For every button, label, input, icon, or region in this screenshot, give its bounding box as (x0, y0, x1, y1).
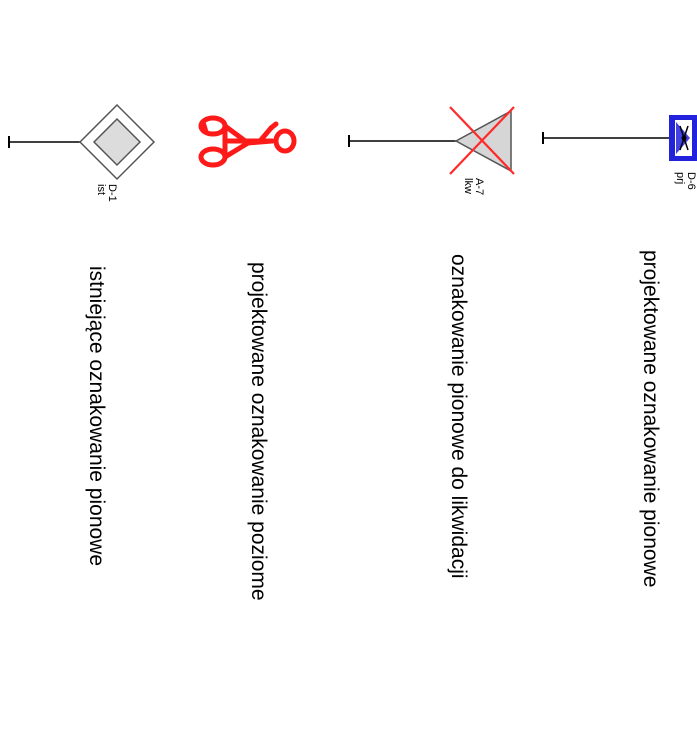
legend-description: projektowane oznakowanie poziome (247, 262, 270, 601)
legend-description: projektowane oznakowanie pionowe (639, 250, 662, 588)
sign-code-label: D-1 ist (95, 184, 118, 202)
sign-code-label: A-7 lkw (462, 178, 485, 196)
legend-description: oznakowanie pionowe do likwidacji (447, 254, 470, 579)
legend-description: istniejące oznakowanie pionowe (85, 266, 108, 567)
pedestrian-crossing-sign-icon (669, 115, 697, 161)
legend-item-existing-vertical (8, 103, 156, 181)
bicycle-icon (198, 115, 297, 168)
sign-code-label: D-6 prj (674, 172, 697, 190)
legend-item-projected-vertical (542, 115, 697, 161)
legend-item-removal (348, 106, 515, 175)
